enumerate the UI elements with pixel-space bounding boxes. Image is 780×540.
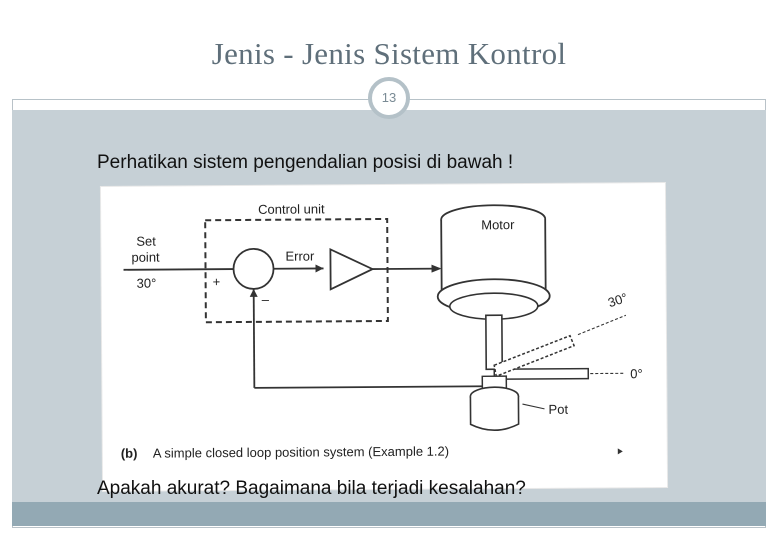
motor-label: Motor (481, 217, 515, 232)
setpoint-line (123, 268, 234, 271)
control-unit-box (204, 217, 389, 324)
control-unit-label: Control unit (258, 201, 325, 216)
slide-title: Jenis - Jenis Sistem Kontrol (211, 36, 567, 71)
caption-mark (617, 448, 623, 455)
feedback-line-horizontal (254, 385, 487, 389)
feedback-arrow (249, 288, 258, 297)
pot-body (469, 396, 520, 432)
motor-drive-arrow (431, 264, 442, 273)
error-label: Error (285, 248, 315, 263)
page-number: 13 (381, 90, 397, 105)
position-control-diagram: Control unit Set point 30° + – Error Mot… (100, 183, 668, 491)
plus-sign: + (213, 274, 221, 289)
footer-bar (12, 502, 766, 526)
motor-shaft (485, 314, 504, 371)
set-label: Set (136, 234, 156, 249)
arm-thirty-position (493, 334, 576, 378)
figure-caption-letter: (b) (121, 446, 138, 461)
angle-30-label: 30° (606, 290, 629, 310)
intro-text: Perhatikan sistem pengendalian posisi di… (97, 152, 514, 173)
setpoint-value: 30° (137, 276, 157, 291)
point-label: point (131, 250, 160, 265)
angle-0-label: 0° (630, 366, 643, 381)
pot-leader (522, 403, 545, 410)
amplifier-triangle (329, 247, 375, 291)
figure-caption: A simple closed loop position system (Ex… (153, 444, 449, 461)
page-number-badge: 13 (368, 77, 410, 119)
question-text: Apakah akurat? Bagaimana bila terjadi ke… (97, 478, 526, 499)
minus-sign: – (262, 292, 270, 307)
feedback-line-vertical (252, 288, 256, 388)
angle-30-leader (577, 314, 627, 336)
summing-junction (232, 248, 275, 290)
diagram-svg: Control unit Set point 30° + – Error Mot… (121, 201, 643, 461)
pot-label: Pot (548, 402, 568, 417)
error-arrow (315, 264, 324, 273)
